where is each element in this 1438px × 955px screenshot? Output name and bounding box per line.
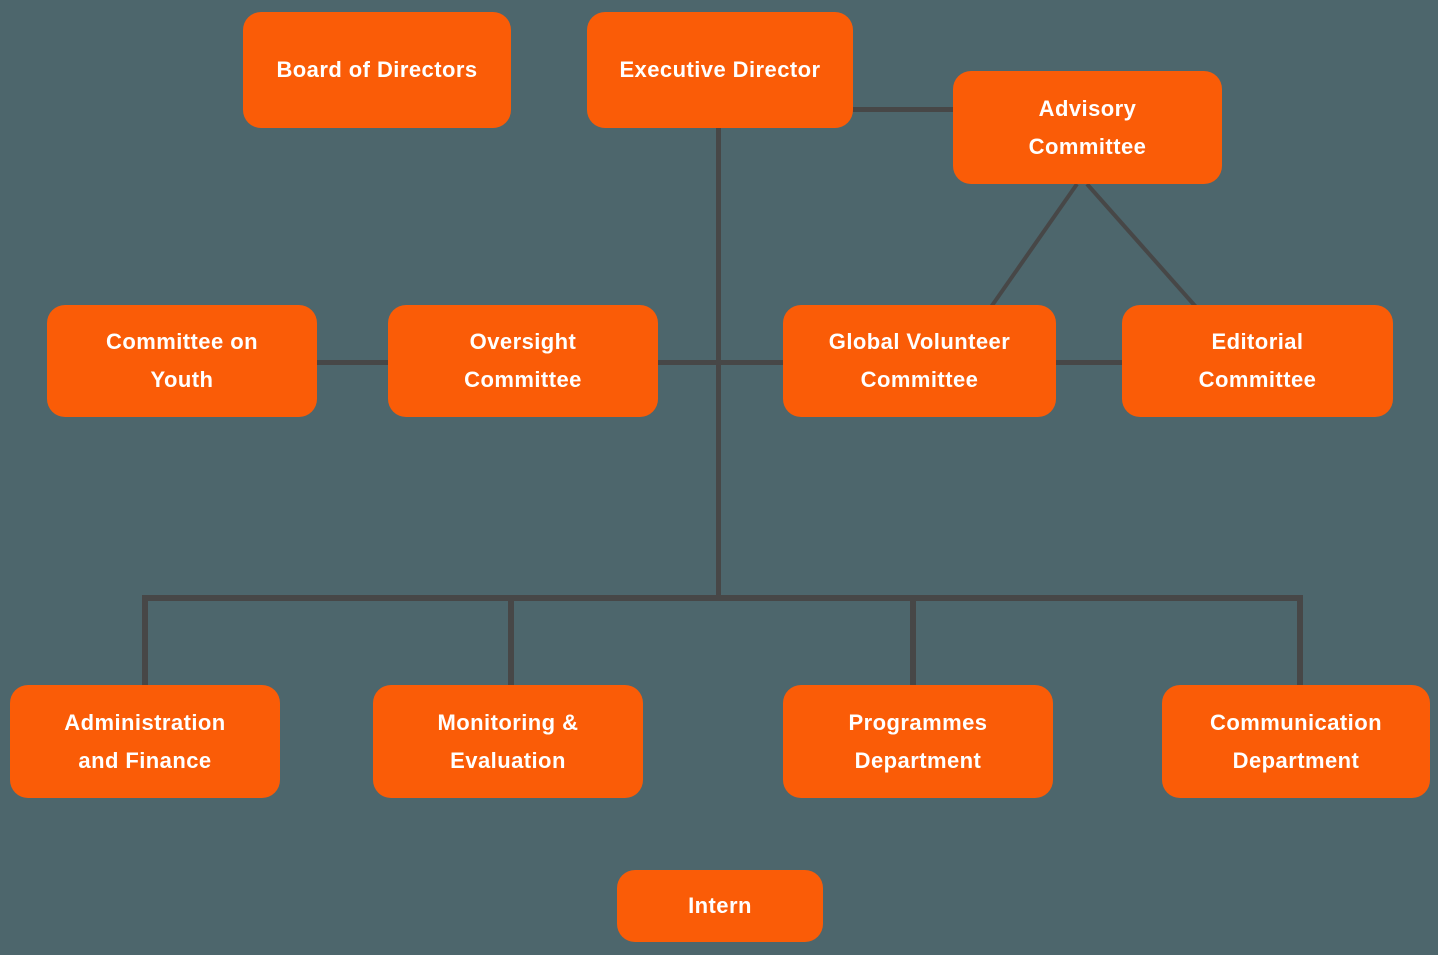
node-intern: Intern [617,870,823,942]
node-label: Youth [150,367,214,392]
node-label: and Finance [78,747,212,773]
node-label: Advisory [1038,95,1137,121]
connector-advisory-to-editorial [1085,182,1198,309]
connector-drop-monitoring [508,595,514,685]
node-label: Communication [1210,709,1382,735]
node-executive-director: Executive Director [587,12,853,128]
node-board-of-directors: Board of Directors [243,12,511,128]
node-editorial-committee: Editorial Committee [1122,305,1393,417]
node-label: Department [1232,747,1360,773]
connector-middle-row [317,360,1123,365]
node-administration-and-finance: Administration and Finance [10,685,280,798]
node-label: Department [854,747,982,773]
node-label: Editorial [1211,329,1304,354]
connector-advisory-to-global-volunteer [989,182,1079,309]
connector-executive-to-advisory [853,107,953,112]
node-label: Programmes [848,709,988,735]
connector-bottom-row [142,595,1303,601]
node-label: Committee [1028,133,1147,159]
connector-drop-administration [142,595,148,685]
node-committee-on-youth: Committee on Youth [47,305,317,417]
node-label: Intern [688,893,752,918]
node-label: Committee [464,367,582,392]
node-label: Committee on [106,329,258,354]
node-monitoring-evaluation: Monitoring & Evaluation [373,685,643,798]
connector-drop-programmes [910,595,916,685]
node-label: Global Volunteer [828,329,1011,354]
node-advisory-committee: Advisory Committee [953,71,1222,184]
node-label: Board of Directors [276,57,478,82]
node-label: Evaluation [450,747,566,773]
node-label: Executive Director [619,57,821,82]
node-programmes-department: Programmes Department [783,685,1053,798]
node-global-volunteer-committee: Global Volunteer Committee [783,305,1056,417]
node-communication-department: Communication Department [1162,685,1430,798]
connector-drop-communication [1297,595,1303,685]
node-label: Monitoring & [437,709,579,735]
node-label: Oversight [469,329,577,354]
node-label: Administration [64,709,226,735]
node-oversight-committee: Oversight Committee [388,305,658,417]
node-label: Committee [860,367,979,392]
node-label: Committee [1198,367,1317,392]
